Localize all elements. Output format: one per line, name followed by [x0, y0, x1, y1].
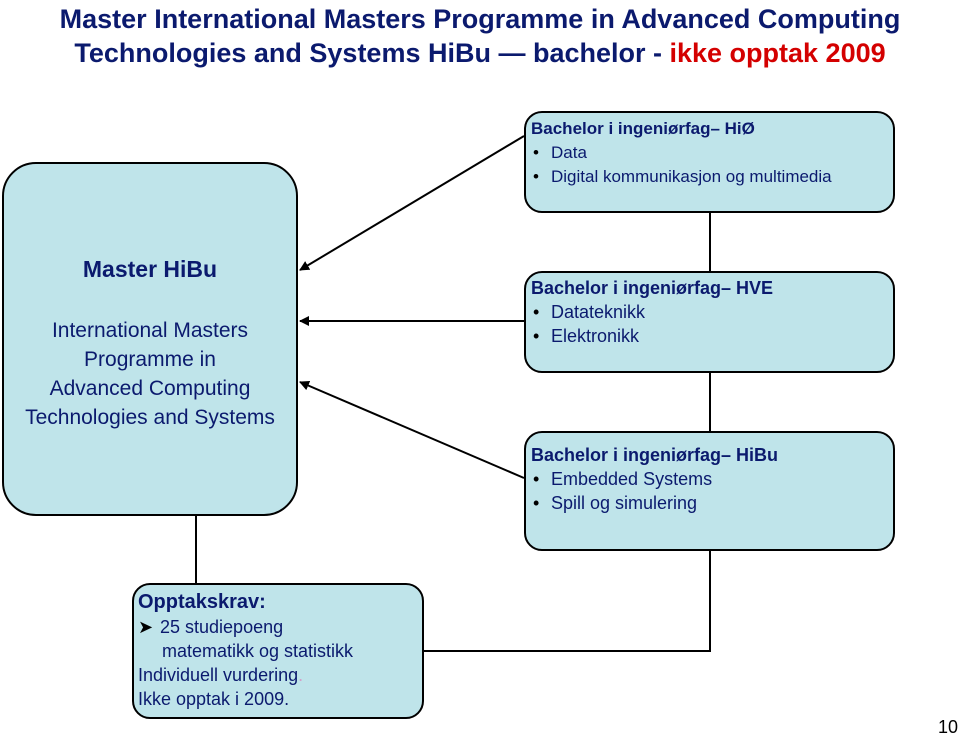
requirement-text: Individuell vurdering	[138, 665, 299, 685]
slide-title-line1: Master International Masters Programme i…	[59, 4, 901, 34]
requirement-text: 25 studiepoeng	[160, 617, 284, 637]
master-line: Technologies and Systems	[25, 406, 275, 429]
slide-title: Master International Masters Programme i…	[0, 2, 960, 70]
requirement-line: Individuell vurdering.	[138, 663, 422, 687]
bachelor-hio-box: Bachelor i ingeniørfag– HiØ Data Digital…	[524, 111, 895, 213]
requirements-heading: Opptakskrav:	[138, 591, 266, 613]
requirements-box: Opptakskrav: ➤ 25 studiepoeng matematikk …	[132, 583, 424, 719]
master-heading: Master HiBu	[82, 256, 218, 282]
master-line: International Masters	[51, 319, 249, 342]
list-item: Embedded Systems	[531, 467, 893, 491]
bachelor-heading: Bachelor i ingeniørfag– HVE	[531, 278, 774, 298]
list-item: Spill og simulering	[531, 491, 893, 515]
requirement-dot: .	[298, 665, 304, 685]
requirement-item: ➤ 25 studiepoeng	[138, 615, 422, 639]
arrow-hibu-to-master	[299, 380, 525, 479]
slide-title-line2-accent: ikke opptak 2009	[669, 38, 886, 68]
master-hibu-box: Master HiBu International Masters Progra…	[2, 162, 298, 516]
slide-title-line2: Technologies and Systems HiBu — bachelor…	[0, 36, 960, 70]
list-item: Data	[531, 141, 893, 165]
list-item: Datateknikk	[531, 300, 893, 324]
bachelor-list: Embedded Systems Spill og simulering	[531, 467, 893, 515]
bachelor-hve-box: Bachelor i ingeniørfag– HVE Datateknikk …	[524, 271, 895, 373]
bachelor-hibu-box: Bachelor i ingeniørfag– HiBu Embedded Sy…	[524, 431, 895, 551]
list-item: Elektronikk	[531, 324, 893, 348]
arrow-bullet-icon: ➤	[138, 617, 154, 637]
bachelor-heading: Bachelor i ingeniørfag– HiBu	[531, 445, 779, 465]
master-line: Programme in	[84, 348, 216, 371]
list-item: Digital kommunikasjon og multimedia	[531, 165, 893, 189]
hibu-to-req-line	[424, 551, 711, 652]
master-line: Advanced Computing	[49, 377, 251, 400]
requirement-continuation: matematikk og statistikk	[162, 641, 354, 661]
bachelor-heading: Bachelor i ingeniørfag– HiØ	[531, 119, 755, 138]
arrow-hio-to-master	[299, 135, 525, 271]
requirement-line: Ikke opptak i 2009.	[138, 689, 290, 709]
page-number: 10	[937, 717, 958, 737]
bachelor-list: Datateknikk Elektronikk	[531, 300, 893, 348]
slide-title-line2-main: Technologies and Systems HiBu — bachelor…	[74, 38, 670, 68]
bachelor-list: Data Digital kommunikasjon og multimedia	[531, 141, 893, 189]
master-description: International Masters Programme in Advan…	[4, 316, 296, 432]
